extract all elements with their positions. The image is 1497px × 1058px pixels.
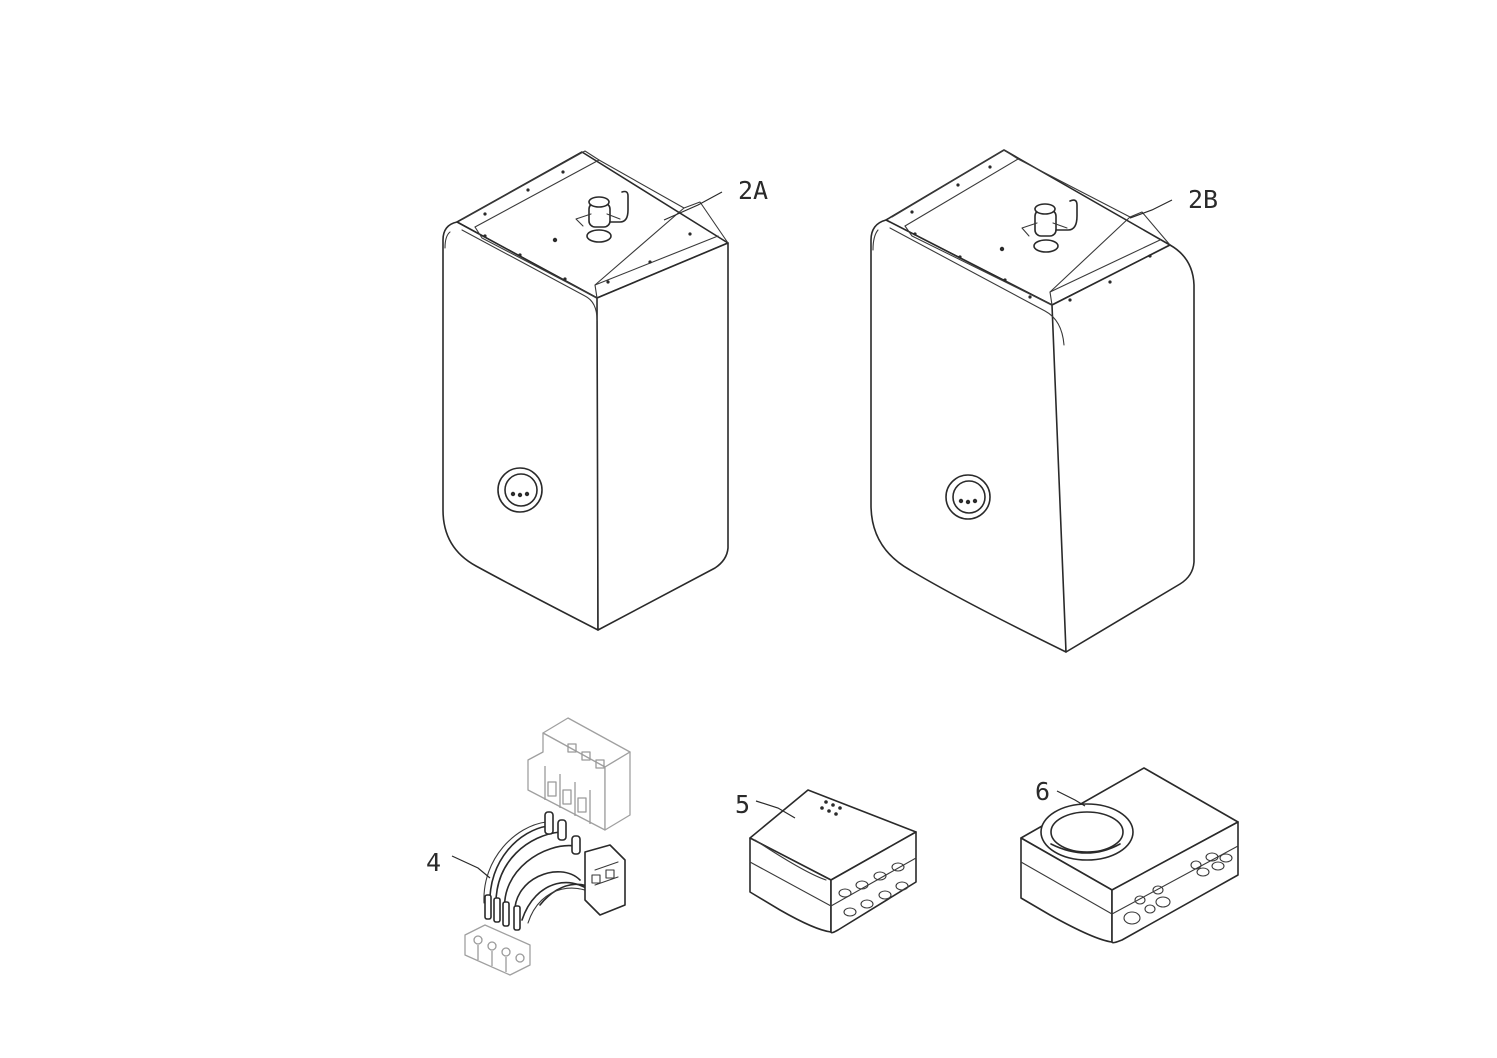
part-2b-boiler: 2B <box>870 149 1218 653</box>
part-2a-boiler: 2A <box>442 150 768 631</box>
callout-4: 4 <box>426 848 441 877</box>
part-5-junction-box: 5 <box>735 789 917 934</box>
part-6-junction-box: 6 <box>1020 767 1239 944</box>
part-4-wiring-kit: 4 <box>426 717 631 976</box>
callout-2b: 2B <box>1188 185 1218 214</box>
callout-5: 5 <box>735 790 750 819</box>
callout-6: 6 <box>1035 777 1050 806</box>
callout-2a: 2A <box>738 176 768 205</box>
